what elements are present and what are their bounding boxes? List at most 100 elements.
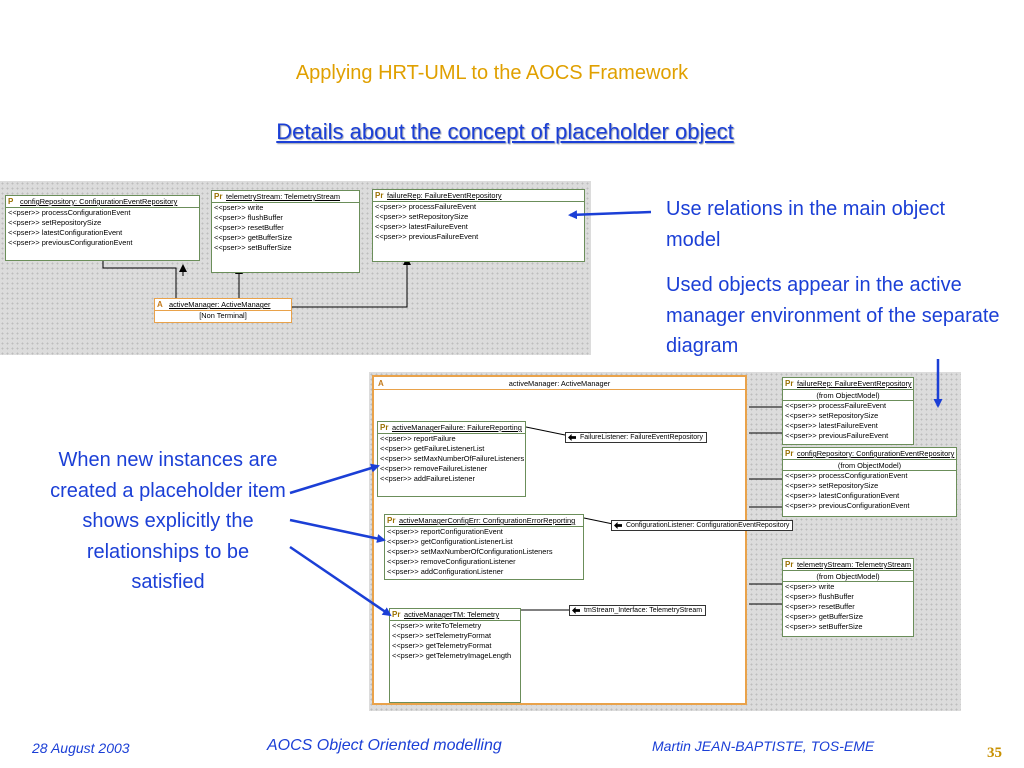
bottom-diagram-connectors — [521, 406, 782, 611]
passive-object-icon: Pr — [375, 191, 384, 200]
operation-row: <<pser>> write — [214, 203, 264, 212]
active-object-icon: A — [157, 300, 163, 309]
interface-plug-icon — [572, 607, 580, 614]
footer-author: Martin JEAN-BAPTISTE, TOS-EME — [652, 738, 875, 754]
object-name: activeManagerFailure: FailureReporting — [392, 423, 522, 432]
operation-row: <<pser>> latestFailureEvent — [375, 222, 468, 231]
note-placeholder: When new instances are created a placeho… — [50, 449, 286, 593]
operation-row: <<pser>> reportFailure — [380, 434, 456, 443]
operation-row: <<pser>> writeToTelemetry — [392, 621, 482, 630]
operation-row: <<pser>> setBufferSize — [214, 243, 292, 252]
connector-failure-iface — [525, 426, 566, 436]
operation-row: <<pser>> reportConfigurationEvent — [387, 527, 503, 536]
passive-object-icon: Pr — [387, 516, 396, 525]
connector-manager-config — [102, 260, 177, 298]
operation-row: <<pser>> latestConfigurationEvent — [8, 228, 123, 237]
operation-row: <<pser>> processFailureEvent — [785, 401, 887, 410]
object-origin: (from ObjectModel) — [783, 571, 913, 582]
operation-row: <<pser>> setRepositorySize — [785, 411, 879, 420]
note-used-objects: Used objects appear in the active manage… — [666, 274, 1000, 357]
operation-row: <<pser>> getBufferSize — [785, 612, 863, 621]
object-name: configRepository: ConfigurationEventRepo… — [797, 449, 955, 458]
passive-object-icon: Pr — [785, 449, 794, 458]
operation-row: <<pser>> resetBuffer — [785, 602, 855, 611]
operation-row: <<pser>> addFailureListener — [380, 474, 475, 483]
operation-row: <<pser>> getTelemetryImageLength — [392, 651, 512, 660]
operation-row: <<pser>> addConfigurationListener — [387, 567, 504, 576]
object-name: activeManagerConfigErr: ConfigurationErr… — [399, 516, 576, 525]
operation-row: <<pser>> processConfigurationEvent — [785, 471, 908, 480]
passive-object-icon: Pr — [785, 379, 794, 388]
operation-row: <<pser>> previousConfigurationEvent — [785, 501, 910, 510]
operation-row: <<pser>> getTelemetryFormat — [392, 641, 492, 650]
operation-row: <<pser>> previousConfigurationEvent — [8, 238, 133, 247]
object-name: activeManagerTM: Telemetry — [404, 610, 500, 619]
configuration-listener-interface: ConfigurationListener: ConfigurationEven… — [611, 520, 794, 531]
object-name: activeManager: ActiveManager — [169, 300, 271, 309]
arrow-to-failure-reporting — [289, 463, 380, 495]
operation-row: <<pser>> processFailureEvent — [375, 202, 477, 211]
operation-row: <<pser>> setRepositorySize — [785, 481, 879, 490]
passive-object-icon: Pr — [380, 423, 389, 432]
slide-title: Applying HRT-UML to the AOCS Framework — [295, 62, 689, 84]
operation-row: <<pser>> latestConfigurationEvent — [785, 491, 900, 500]
note-use-relations: Use relations in the main object model — [666, 198, 946, 251]
object-origin: (from ObjectModel) — [783, 390, 913, 401]
tm-stream-interface: tmStream_Interface: TelemetryStream — [569, 605, 707, 616]
object-name: telemetryStream: TelemetryStream — [797, 560, 912, 569]
operation-row: <<pser>> flushBuffer — [214, 213, 283, 222]
container-name: activeManager: ActiveManager — [508, 379, 611, 388]
operation-row: <<pser>> removeConfigurationListener — [387, 557, 516, 566]
operation-row: <<pser>> setTelemetryFormat — [392, 631, 491, 640]
arrowhead-config — [179, 264, 187, 272]
slide-subtitle: Details about the concept of placeholder… — [276, 119, 734, 144]
operation-row: <<pser>> removeFailureListener — [380, 464, 488, 473]
operation-row: <<pser>> resetBuffer — [214, 223, 284, 232]
object-name: configRepository: ConfigurationEventRepo… — [20, 197, 178, 206]
connector-manager-failure — [292, 261, 408, 308]
connector-config-iface — [583, 517, 614, 525]
operation-row: <<pser>> processConfigurationEvent — [8, 208, 131, 217]
footer-date: 28 August 2003 — [32, 740, 130, 756]
footer-center: AOCS Object Oriented modelling — [267, 737, 502, 754]
passive-object-icon: P — [8, 197, 14, 206]
passive-object-icon: Pr — [214, 192, 223, 201]
object-name: failureRep: FailureEventRepository — [387, 191, 502, 200]
operation-row: <<pser>> setRepositorySize — [375, 212, 469, 221]
object-name: telemetryStream: TelemetryStream — [226, 192, 341, 201]
operation-row: <<pser>> previousFailureEvent — [785, 431, 889, 440]
object-name: failureRep: FailureEventRepository — [797, 379, 912, 388]
operation-row: <<pser>> setRepositorySize — [8, 218, 102, 227]
interface-plug-icon — [614, 522, 622, 529]
operation-row: <<pser>> setMaxNumberOfFailureListeners — [380, 454, 525, 463]
object-stereotype: [Non Terminal] — [199, 311, 247, 320]
operation-row: <<pser>> setMaxNumberOfConfigurationList… — [387, 547, 553, 556]
object-origin: (from ObjectModel) — [783, 460, 956, 471]
operation-row: <<pser>> getFailureListenerList — [380, 444, 485, 453]
operation-row: <<pser>> getConfigurationListenerList — [387, 537, 513, 546]
operation-row: <<pser>> getBufferSize — [214, 233, 292, 242]
failure-listener-interface: FailureListener: FailureEventRepository — [565, 432, 707, 443]
passive-object-icon: Pr — [392, 610, 401, 619]
interface-plug-icon — [568, 434, 576, 441]
passive-object-icon: Pr — [785, 560, 794, 569]
operation-row: <<pser>> write — [785, 582, 835, 591]
operation-row: <<pser>> latestFailureEvent — [785, 421, 878, 430]
page-number: 35 — [987, 745, 1002, 761]
active-object-icon: A — [378, 379, 384, 388]
operation-row: <<pser>> setBufferSize — [785, 622, 863, 631]
operation-row: <<pser>> flushBuffer — [785, 592, 854, 601]
operation-row: <<pser>> previousFailureEvent — [375, 232, 479, 241]
